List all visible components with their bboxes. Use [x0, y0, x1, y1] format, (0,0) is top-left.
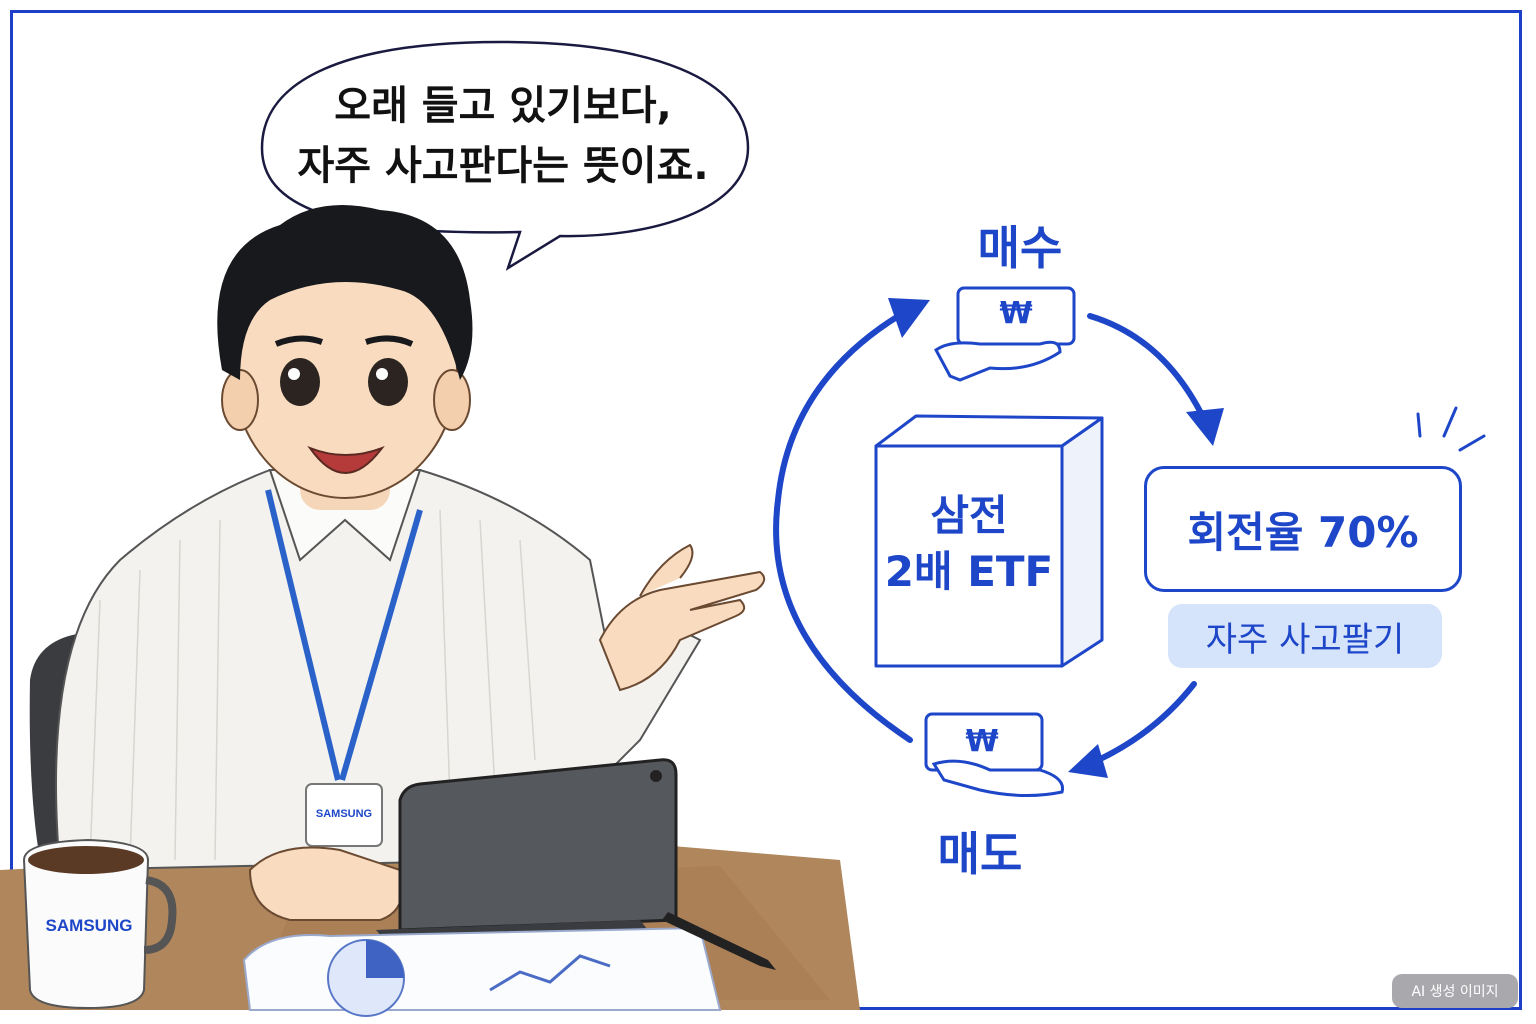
money-hand-icon — [924, 712, 1065, 798]
etf-box-label: 삼전 2배 ETF — [876, 488, 1062, 600]
etf-box — [874, 414, 1104, 668]
arrow-head-left — [1068, 744, 1108, 778]
won-symbol-sell: ₩ — [965, 724, 999, 759]
sell-label: 매도 — [937, 827, 1023, 881]
buy-label: 매수 — [977, 221, 1063, 275]
sparkle-lines-icon — [1416, 406, 1486, 452]
etf-name-line-1: 삼전 — [930, 491, 1008, 540]
person-right-eye — [368, 358, 408, 406]
ai-generated-badge: AI 생성 이미지 — [1392, 974, 1518, 1008]
speech-line-1: 오래 들고 있기보다, — [334, 83, 672, 129]
speech-bubble-text: 오래 들고 있기보다, 자주 사고판다는 뜻이죠. — [268, 76, 738, 196]
turnover-caption-text: 자주 사고팔기 — [1205, 619, 1405, 660]
arrow-head-right — [1186, 408, 1224, 446]
tablet — [398, 758, 678, 932]
lanyard — [265, 489, 423, 781]
paper-report — [242, 926, 722, 1011]
badge-brand-text: SAMSUNG — [315, 808, 373, 820]
won-symbol-buy: ₩ — [999, 296, 1033, 331]
speech-line-2: 자주 사고판다는 뜻이죠. — [297, 143, 709, 189]
mug-brand-text: SAMSUNG — [45, 916, 133, 935]
line-chart-icon — [489, 954, 611, 992]
person-hair — [217, 205, 473, 380]
turnover-rate-box: 회전율 70% — [1144, 466, 1462, 592]
person-mouth — [307, 445, 385, 474]
coffee-mug — [22, 838, 150, 1010]
turnover-caption-tag: 자주 사고팔기 — [1168, 604, 1442, 668]
pen — [662, 912, 776, 970]
money-hand-icon — [934, 286, 1076, 382]
shirt-stripes — [89, 509, 536, 861]
id-badge — [305, 783, 383, 847]
person-raised-hand — [598, 570, 766, 692]
person-left-eye — [280, 358, 320, 406]
ai-generated-badge-text: AI 생성 이미지 — [1411, 984, 1499, 1000]
turnover-rate-text: 회전율 70% — [1187, 507, 1419, 557]
etf-name-line-2: 2배 ETF — [884, 547, 1054, 596]
arrow-head-up — [888, 298, 930, 338]
